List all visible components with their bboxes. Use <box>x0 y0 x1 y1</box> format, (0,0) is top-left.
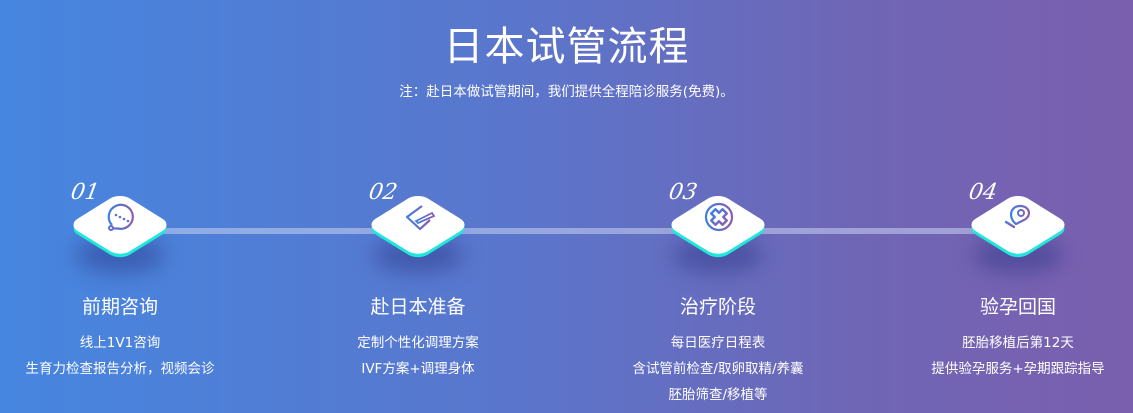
step-number: 04 <box>966 180 1000 205</box>
step-title: 验孕回国 <box>979 296 1056 318</box>
step-desc-line: 线上1V1咨询 <box>79 335 161 351</box>
step-desc-line: 胚胎移植后第12天 <box>962 335 1074 351</box>
step-desc-line: 生育力检查报告分析，视频会诊 <box>25 361 215 377</box>
step-number: 03 <box>666 180 700 205</box>
step-desc-line: 每日医疗日程表 <box>670 335 766 351</box>
step-desc-line: 定制个性化调理方案 <box>357 335 479 351</box>
medical-cross-icon <box>704 202 734 232</box>
edit-pencil-icon <box>405 205 436 231</box>
step-desc-line: 胚胎筛查/移植等 <box>668 387 768 403</box>
timeline-connector <box>120 228 1018 234</box>
page-title: 日本试管流程 <box>443 24 690 70</box>
step-title: 赴日本准备 <box>370 296 466 318</box>
step-desc-line: 含试管前检查/取卵取精/养囊 <box>632 361 804 377</box>
step-number: 01 <box>68 180 102 205</box>
step-title: 前期咨询 <box>81 296 158 318</box>
step-number: 02 <box>366 180 400 205</box>
step-title: 治疗阶段 <box>679 296 756 318</box>
location-pin-icon <box>1004 204 1030 229</box>
step-desc-line: IVF方案+调理身体 <box>361 361 475 377</box>
chat-bubble-icon <box>107 203 134 231</box>
service-note: 注：赴日本做试管期间，我们提供全程陪诊服务(免费)。 <box>399 84 734 100</box>
step-desc-line: 提供验孕服务+孕期跟踪指导 <box>931 361 1105 377</box>
